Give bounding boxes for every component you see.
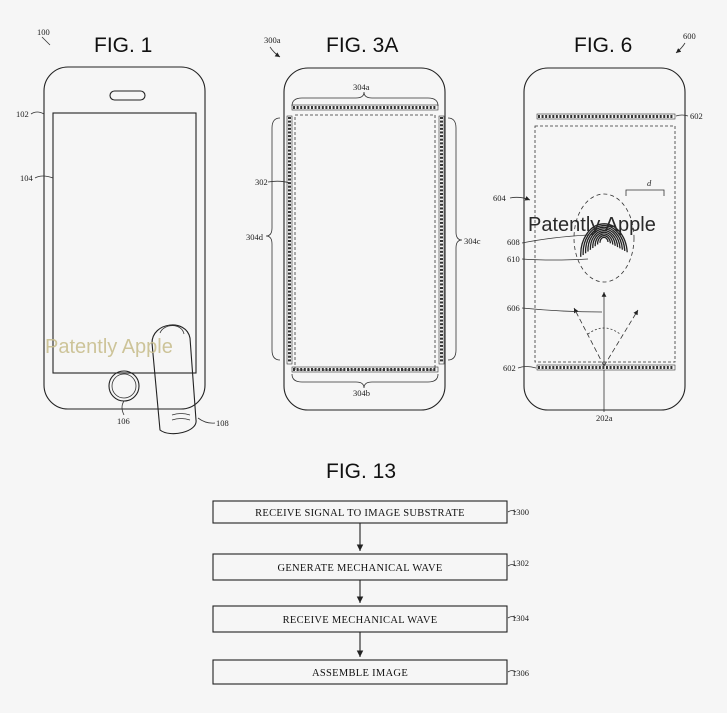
fig6-array-bottom bbox=[537, 365, 675, 370]
flow-step-1-ref: 1300 bbox=[512, 507, 529, 517]
fig13: FIG. 13 RECEIVE SIGNAL TO IMAGE SUBSTRAT… bbox=[213, 460, 530, 684]
fig6-ref-array-top: 602 bbox=[690, 111, 703, 121]
fig6-ref-region-arrow bbox=[510, 197, 530, 200]
fig3a-array-bottom bbox=[292, 367, 438, 372]
fig6-distance-bracket bbox=[626, 190, 664, 196]
flow-step-4: ASSEMBLE IMAGE 1306 bbox=[213, 660, 529, 684]
fig3a-brace-bottom bbox=[292, 374, 438, 388]
fig3a-brace-top bbox=[292, 92, 438, 106]
fig6-ref-device-arrow bbox=[676, 43, 685, 53]
flow-step-4-label: ASSEMBLE IMAGE bbox=[312, 668, 408, 679]
fig6-ref-fingerprint: 608 bbox=[507, 237, 520, 247]
fig1-speaker-slot bbox=[110, 91, 145, 100]
fig3a-ref-substrate: 302 bbox=[255, 177, 268, 187]
fig6-ref-array-top-leader bbox=[676, 115, 688, 116]
flow-step-2-ref: 1302 bbox=[512, 558, 529, 568]
fig3a-ref-device-arrow bbox=[270, 47, 280, 57]
fig3a-ref-bottom: 304b bbox=[353, 388, 370, 398]
fig3a-brace-left bbox=[266, 118, 280, 360]
fig6-ref-ridge: 610 bbox=[507, 254, 520, 264]
fig6-ref-wave-leader bbox=[522, 308, 602, 312]
fig6-title: FIG. 6 bbox=[574, 34, 632, 57]
fig3a-title: FIG. 3A bbox=[326, 34, 398, 57]
fig6-ref-source: 202a bbox=[596, 413, 613, 423]
fig6-ref-fingerprint-leader bbox=[522, 235, 588, 243]
fig6-ref-ridge-leader bbox=[522, 259, 588, 260]
fig3a: FIG. 3A 300a 304a 304b 304c 304d 302 bbox=[246, 34, 481, 410]
fig6-ref-array-bottom: 602 bbox=[503, 363, 516, 373]
fig1-ref-display: 104 bbox=[20, 173, 34, 183]
fig1-ref-button-leader bbox=[122, 401, 124, 415]
fig1-knuckle-lines bbox=[172, 414, 190, 421]
fig1: FIG. 1 100 102 104 106 108 Patently Appl… bbox=[16, 27, 229, 434]
flow-step-3-ref: 1304 bbox=[512, 613, 530, 623]
fig3a-ref-device: 300a bbox=[264, 35, 281, 45]
fig6-ref-wave: 606 bbox=[507, 303, 520, 313]
fig1-home-button bbox=[109, 371, 139, 401]
fig6-wave-arrow-left bbox=[574, 308, 604, 366]
fig6-sensing-area bbox=[535, 126, 675, 362]
fig3a-transducer-arrays bbox=[287, 105, 444, 372]
flow-step-3-label: RECEIVE MECHANICAL WAVE bbox=[283, 615, 438, 626]
fingerprint-ridge bbox=[600, 237, 608, 242]
fig6-transducer-arrays bbox=[537, 114, 675, 370]
flow-step-3: RECEIVE MECHANICAL WAVE 1304 bbox=[213, 606, 530, 632]
fig6-watermark: Patently Apple bbox=[528, 214, 656, 236]
flow-step-1: RECEIVE SIGNAL TO IMAGE SUBSTRATE 1300 bbox=[213, 501, 529, 523]
fig1-title: FIG. 1 bbox=[94, 34, 152, 57]
fig1-ref-housing-leader bbox=[31, 112, 44, 114]
fig6-ref-region: 604 bbox=[493, 193, 507, 203]
flow-step-2: GENERATE MECHANICAL WAVE 1302 bbox=[213, 554, 529, 580]
fig1-ref-device-leader bbox=[42, 37, 50, 45]
fig3a-array-right bbox=[439, 116, 444, 364]
fig1-home-button-inner bbox=[112, 374, 136, 398]
fig1-ref-finger-leader bbox=[198, 418, 215, 423]
fig6: FIG. 6 600 d 604 608 610 606 602 602 202… bbox=[493, 31, 703, 423]
fig6-ref-distance: d bbox=[647, 178, 652, 188]
fig3a-ref-top: 304a bbox=[353, 82, 370, 92]
fig3a-sensing-area bbox=[295, 115, 435, 370]
fig3a-array-left bbox=[287, 116, 292, 364]
fig1-display bbox=[53, 113, 196, 373]
flow-step-1-label: RECEIVE SIGNAL TO IMAGE SUBSTRATE bbox=[255, 508, 465, 519]
fig3a-brace-right bbox=[448, 118, 462, 360]
fig1-watermark: Patently Apple bbox=[45, 336, 173, 358]
fig1-ref-housing: 102 bbox=[16, 109, 29, 119]
flow-step-2-label: GENERATE MECHANICAL WAVE bbox=[277, 563, 442, 574]
fig6-ref-array-bottom-leader bbox=[518, 367, 536, 369]
fig3a-phone-body bbox=[284, 68, 445, 410]
fig3a-ref-left: 304d bbox=[246, 232, 264, 242]
fig1-ref-device: 100 bbox=[37, 27, 50, 37]
fig6-wave-arrow-right bbox=[604, 310, 638, 366]
fig6-array-top bbox=[537, 114, 675, 119]
fig13-title: FIG. 13 bbox=[326, 460, 396, 483]
fig1-ref-button: 106 bbox=[117, 416, 130, 426]
fig3a-ref-right: 304c bbox=[464, 236, 481, 246]
fig1-ref-finger: 108 bbox=[216, 418, 229, 428]
flow-step-4-ref: 1306 bbox=[512, 668, 529, 678]
fig6-ref-device: 600 bbox=[683, 31, 696, 41]
fig3a-array-top bbox=[292, 105, 438, 110]
